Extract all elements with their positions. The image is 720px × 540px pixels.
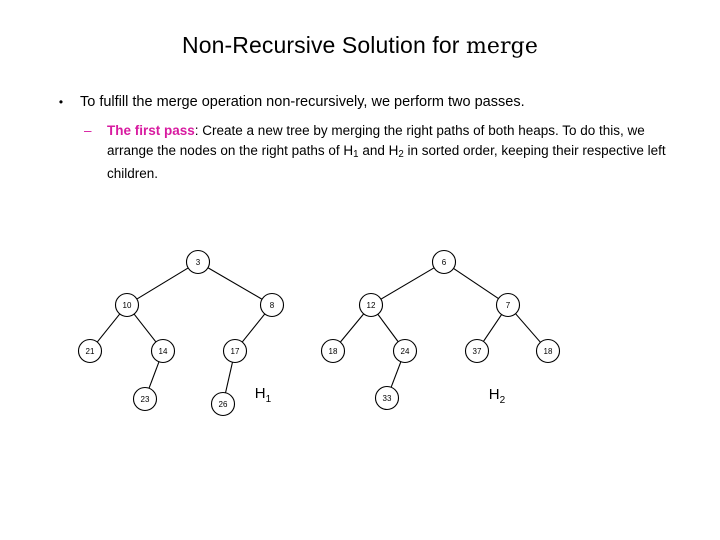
tree-edge (482, 314, 503, 342)
tree-node-value: 14 (159, 347, 168, 356)
bullet-marker-dash: – (84, 123, 92, 138)
tree-node[interactable]: 18 (535, 338, 561, 364)
tree-node[interactable]: 18 (320, 338, 346, 364)
bullet-level2-rest2: and H (358, 142, 399, 158)
tree-node-circle (320, 338, 346, 364)
tree-node-value: 33 (383, 394, 392, 403)
tree-node-circle (77, 338, 103, 364)
tree-node[interactable]: 26 (210, 391, 236, 417)
tree-edge (148, 361, 160, 389)
tree-node-circle (374, 385, 400, 411)
tree-node-value: 7 (506, 301, 511, 310)
tree-edge (136, 267, 189, 300)
bullet-level2: – The first pass: Create a new tree by m… (84, 121, 684, 184)
tree-node[interactable]: 6 (431, 249, 457, 275)
tree-node[interactable]: 10 (114, 292, 140, 318)
heap-label-subscript: 1 (266, 394, 272, 405)
tree-node[interactable]: 33 (374, 385, 400, 411)
tree-node-circle (185, 249, 211, 275)
tree-node-value: 18 (544, 347, 553, 356)
tree-node-circle (210, 391, 236, 417)
tree-node-value: 18 (329, 347, 338, 356)
tree-node-circle (392, 338, 418, 364)
tree-node-value: 3 (196, 258, 201, 267)
heap-label-h2: H2 (489, 386, 506, 406)
bullet-level2-rest1: : Create a new tree by merging the right… (107, 123, 645, 158)
bullet-level2-rest3: in sorted order, keeping their respectiv… (107, 142, 666, 182)
tree-node-circle (222, 338, 248, 364)
tree-node-circle (464, 338, 490, 364)
tree-node[interactable]: 14 (150, 338, 176, 364)
tree-node-circle (431, 249, 457, 275)
tree-edge (390, 361, 402, 388)
tree-node-value: 8 (270, 301, 275, 310)
tree-node[interactable]: 21 (77, 338, 103, 364)
tree-node-value: 23 (141, 395, 150, 404)
tree-node[interactable]: 12 (358, 292, 384, 318)
tree-node-value: 6 (442, 258, 447, 267)
accent-phrase: The first pass (107, 123, 195, 138)
tree-node-value: 12 (367, 301, 376, 310)
tree-edge (339, 313, 365, 343)
tree-edge (380, 267, 435, 300)
tree-edge (453, 267, 499, 300)
tree-node-value: 24 (401, 347, 410, 356)
page-title-main: Non-Recursive Solution for (182, 32, 466, 58)
tree-node[interactable]: 24 (392, 338, 418, 364)
tree-edge (225, 362, 233, 393)
tree-edge (241, 313, 266, 343)
bullet-level2-text: The first pass: Create a new tree by mer… (107, 121, 684, 184)
tree-node-value: 26 (219, 400, 228, 409)
tree-node-circle (132, 386, 158, 412)
tree-node[interactable]: 17 (222, 338, 248, 364)
tree-node-value: 37 (473, 347, 482, 356)
tree-node[interactable]: 37 (464, 338, 490, 364)
bullet-marker-dot: • (58, 95, 64, 109)
tree-node-value: 21 (86, 347, 95, 356)
heap-label-subscript: 2 (500, 395, 506, 406)
page-title-code: merge (465, 34, 538, 59)
tree-node-circle (114, 292, 140, 318)
tree-edge (207, 267, 263, 300)
tree-edges-layer (96, 267, 541, 393)
tree-node[interactable]: 3 (185, 249, 211, 275)
tree-edge (377, 313, 399, 343)
heap-label-h1: H1 (255, 385, 272, 405)
page-title: Non-Recursive Solution for merge (0, 32, 720, 59)
bullet-level1-text: To fulfill the merge operation non-recur… (80, 94, 525, 110)
tree-node-circle (358, 292, 384, 318)
subscript-h1: 1 (353, 148, 359, 160)
tree-node-circle (495, 292, 521, 318)
tree-node-circle (259, 292, 285, 318)
tree-edge (515, 313, 541, 343)
tree-node-circle (535, 338, 561, 364)
tree-edge (133, 313, 157, 343)
tree-node-circle (150, 338, 176, 364)
tree-node-value: 17 (231, 347, 240, 356)
bullet-level1: • To fulfill the merge operation non-rec… (48, 92, 698, 112)
subscript-h2: 2 (398, 148, 404, 160)
tree-edge (96, 313, 121, 343)
tree-node[interactable]: 7 (495, 292, 521, 318)
tree-node[interactable]: 23 (132, 386, 158, 412)
tree-node[interactable]: 8 (259, 292, 285, 318)
tree-node-value: 10 (123, 301, 132, 310)
